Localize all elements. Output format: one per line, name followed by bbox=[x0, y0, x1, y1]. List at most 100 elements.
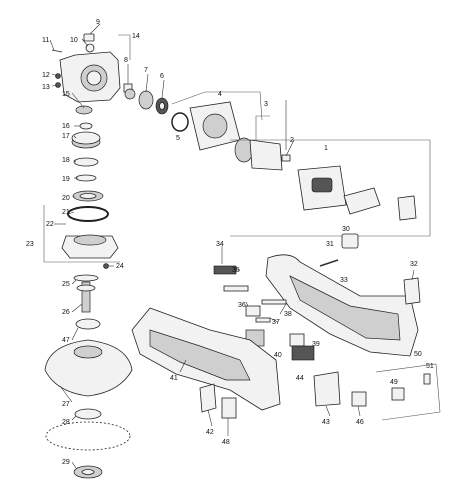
callout-10: 10 bbox=[70, 37, 78, 44]
part-8-pinion bbox=[124, 88, 136, 100]
callout-32: 32 bbox=[410, 261, 418, 268]
callout-20: 20 bbox=[62, 195, 70, 202]
part-36 bbox=[245, 305, 261, 317]
part-20-inner bbox=[79, 193, 97, 199]
part-11 bbox=[51, 49, 63, 53]
part-30 bbox=[341, 233, 359, 249]
gear-housing-group bbox=[51, 33, 133, 115]
callout-39: 39 bbox=[312, 341, 320, 348]
callout-42: 42 bbox=[206, 429, 214, 436]
callout-11: 11 bbox=[42, 37, 49, 44]
callout-8: 8 bbox=[124, 57, 128, 64]
part-22-top bbox=[73, 234, 107, 246]
bracket-4 bbox=[171, 91, 263, 121]
part-1-heatsink bbox=[343, 187, 381, 215]
bracket-14 bbox=[118, 34, 131, 60]
callout-29: 29 bbox=[62, 459, 70, 466]
callout-37: 37 bbox=[272, 319, 280, 326]
callout-41: 41 bbox=[170, 375, 178, 382]
part-21-ring bbox=[67, 206, 109, 222]
callout-22: 22 bbox=[46, 221, 54, 228]
callout-15: 15 bbox=[62, 91, 70, 98]
part-35 bbox=[223, 285, 249, 292]
grinding-wheel bbox=[45, 421, 131, 451]
bracket-1 bbox=[230, 139, 431, 237]
callout-19: 19 bbox=[62, 176, 70, 183]
bracket-23 bbox=[43, 205, 120, 263]
spindle-stack bbox=[43, 122, 120, 330]
callout-48: 48 bbox=[222, 439, 230, 446]
bracket-50 bbox=[375, 363, 441, 421]
callout-28: 28 bbox=[62, 419, 70, 426]
callout-44: 44 bbox=[296, 375, 304, 382]
callout-7: 7 bbox=[144, 67, 148, 74]
part-27-guard bbox=[44, 339, 133, 397]
part-41-inner bbox=[149, 329, 251, 381]
part-6-hole bbox=[159, 102, 165, 110]
part-18 bbox=[73, 157, 99, 167]
callout-23: 23 bbox=[26, 241, 34, 248]
part-1-core bbox=[311, 177, 333, 193]
part-27-clamp bbox=[73, 345, 103, 359]
part-19 bbox=[75, 174, 97, 182]
callout-31: 31 bbox=[326, 241, 334, 248]
part-28-inner-flange bbox=[74, 408, 102, 420]
callout-9: 9 bbox=[96, 19, 100, 26]
callout-13: 13 bbox=[42, 84, 50, 91]
callout-40: 40 bbox=[274, 352, 282, 359]
callout-46: 46 bbox=[356, 419, 364, 426]
callout-14: 14 bbox=[132, 33, 140, 40]
part-4-center bbox=[202, 113, 228, 139]
part-43 bbox=[313, 371, 341, 407]
part-9 bbox=[83, 33, 95, 42]
part-31-screw bbox=[319, 259, 339, 267]
part-26-collar bbox=[76, 284, 96, 292]
callout-47: 47 bbox=[62, 337, 70, 344]
callout-1: 1 bbox=[324, 145, 328, 152]
callout-4: 4 bbox=[218, 91, 222, 98]
callout-36: 36 bbox=[238, 302, 246, 309]
callout-5: 5 bbox=[176, 135, 180, 142]
callout-34: 34 bbox=[216, 241, 224, 248]
callout-24: 24 bbox=[116, 263, 124, 270]
callout-6: 6 bbox=[160, 73, 164, 80]
part-44 bbox=[291, 345, 315, 361]
callout-21: 21 bbox=[62, 209, 70, 216]
part-3-rotor bbox=[249, 139, 283, 171]
bracket-3 bbox=[255, 115, 270, 140]
callout-2: 2 bbox=[290, 137, 294, 144]
callout-35: 35 bbox=[232, 267, 240, 274]
part-1-sensor bbox=[397, 195, 417, 221]
part-7 bbox=[138, 90, 154, 110]
part-26-spindle bbox=[81, 281, 91, 313]
part-33-inner bbox=[289, 275, 401, 341]
callout-labels: 9 10 11 14 8 12 13 15 7 6 4 5 3 2 1 16 1… bbox=[26, 19, 434, 466]
part-2 bbox=[281, 154, 291, 162]
wheel-guard-group bbox=[44, 339, 133, 479]
part-32 bbox=[403, 277, 421, 305]
part-46 bbox=[351, 391, 367, 407]
housing-group bbox=[131, 233, 441, 421]
callout-16: 16 bbox=[62, 123, 70, 130]
part-48 bbox=[221, 397, 237, 419]
leader-lines bbox=[49, 23, 415, 469]
part-24 bbox=[103, 263, 109, 269]
part-15 bbox=[75, 105, 93, 115]
part-38 bbox=[255, 317, 271, 323]
callout-33: 33 bbox=[340, 277, 348, 284]
part-39 bbox=[289, 333, 305, 347]
callout-3: 3 bbox=[264, 101, 268, 108]
callout-50: 50 bbox=[414, 351, 422, 358]
part-51 bbox=[423, 373, 431, 385]
part-16 bbox=[79, 122, 93, 130]
part-42 bbox=[199, 383, 217, 413]
callout-17: 17 bbox=[62, 133, 70, 140]
part-5-ring bbox=[171, 112, 189, 132]
part-25 bbox=[73, 274, 99, 282]
callout-18: 18 bbox=[62, 157, 70, 164]
part-47 bbox=[75, 318, 101, 330]
callout-12: 12 bbox=[42, 72, 50, 79]
callout-26: 26 bbox=[62, 309, 70, 316]
callout-38: 38 bbox=[284, 311, 292, 318]
